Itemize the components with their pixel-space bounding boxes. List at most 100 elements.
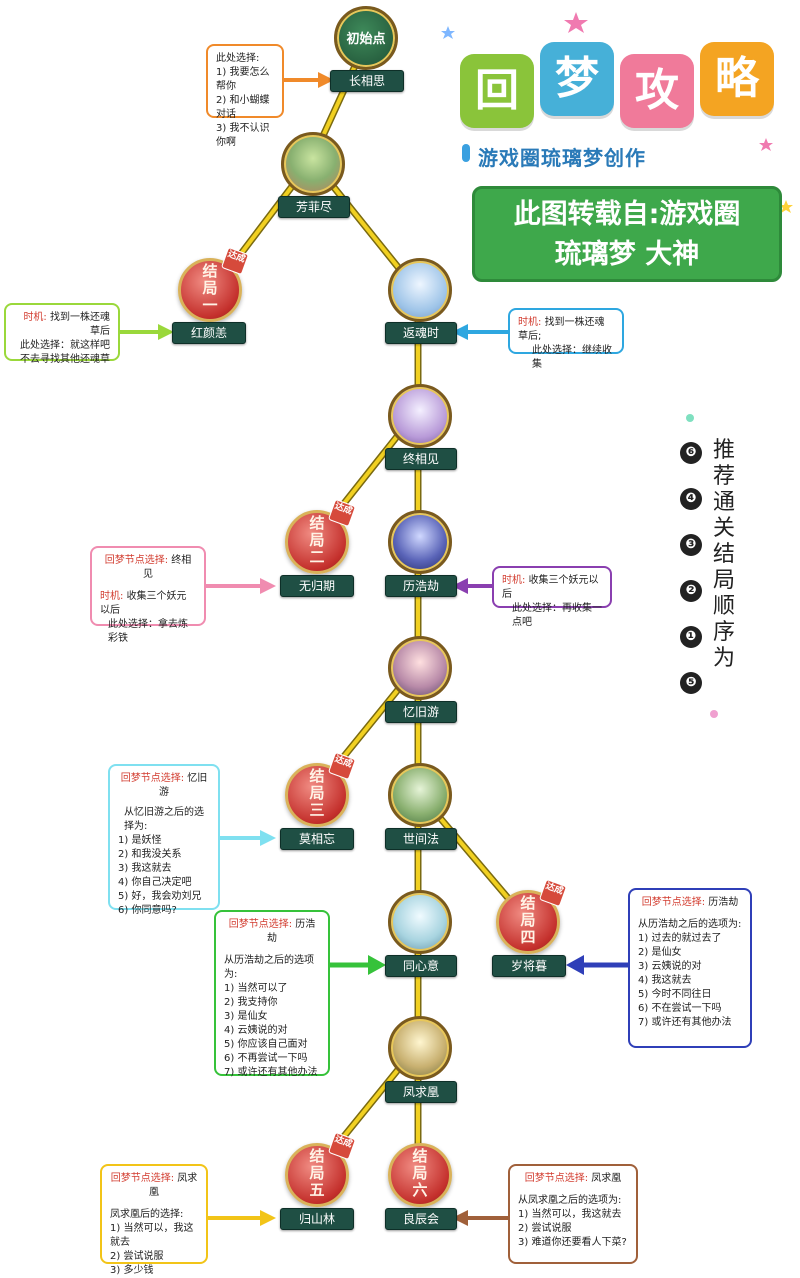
scene-node-shijianfa[interactable] — [388, 763, 452, 827]
note-item: 5) 好，我会劝刘兄 — [118, 891, 202, 902]
start-node[interactable]: 初始点 — [334, 6, 398, 70]
node-label-changxiangsi: 长相思 — [330, 70, 404, 92]
order-num-3: ❸ — [680, 534, 702, 556]
note-item: 2) 尝试说服 — [518, 1223, 572, 1234]
note-lihaojie-condition: 时机: 收集三个妖元以后 此处选择：再收集一点吧 — [492, 566, 612, 628]
subtitle: 游戏圈琉璃梦创作 — [478, 146, 646, 170]
banner-line-1: 此图转载自:游戏圈 — [513, 199, 741, 230]
note-header: 回梦节点选择: 凤求凰 — [524, 1173, 622, 1184]
note-line: 此处选择：再收集一点吧 — [512, 603, 602, 628]
order-num-5: ❶ — [680, 626, 702, 648]
note-intro: 凤求凰后的选择: — [110, 1209, 184, 1220]
arrow-yellow — [208, 1210, 276, 1226]
note-item: 4) 我这就去 — [638, 975, 692, 986]
order-text-char: 通 — [713, 490, 736, 515]
note-ending-5-choices: 回梦节点选择: 凤求凰 凤求凰后的选择: 1) 当然可以，我这就去 2) 尝试说… — [100, 1164, 208, 1276]
node-label-wuguiqi: 无归期 — [280, 575, 354, 597]
note-line: 此处选择：就这样吧 — [20, 340, 110, 351]
note-item: 1) 当然可以，我这就去 — [518, 1209, 622, 1220]
ending-2-text: 结局二 — [309, 514, 325, 566]
note-item: 1) 我要怎么帮你 — [216, 67, 270, 92]
order-num-2: ❹ — [680, 488, 702, 510]
node-label-guishanlin: 归山林 — [280, 1208, 354, 1230]
note-line: 回梦节点选择: 终相见 — [104, 555, 192, 580]
node-label-liangchenhui: 良辰会 — [385, 1208, 457, 1230]
scene-node-tongxinyi[interactable] — [388, 890, 452, 954]
note-item: 2) 尝试说服 — [110, 1251, 164, 1262]
scene-node-fengqiuhuang[interactable] — [388, 1016, 452, 1080]
order-text-char: 为 — [713, 646, 736, 671]
note-header: 回梦节点选择: 凤求凰 — [110, 1173, 198, 1198]
node-label-fanhunshi: 返魂时 — [385, 322, 457, 344]
note-header: 回梦节点选择: 忆旧游 — [120, 773, 208, 798]
note-item: 5) 今时不同往日 — [638, 989, 712, 1000]
note-intro: 从凤求凰之后的选项为: — [518, 1195, 622, 1206]
node-label-shijianfa: 世间法 — [385, 828, 457, 850]
ending-5-text: 结局五 — [309, 1147, 325, 1199]
note-item: 2) 和小蝴蝶对话 — [216, 95, 270, 120]
node-label-tongxinyi: 同心意 — [385, 955, 457, 977]
note-fanhunshi-condition: 时机: 找到一株还魂草后; 此处选择：继续收集 — [508, 308, 624, 370]
note-item: 5) 你应该自己面对 — [224, 1039, 308, 1050]
arrow-lime — [120, 324, 174, 340]
note-item: 4) 你自己决定吧 — [118, 877, 192, 888]
ending-node-3[interactable]: 结局三 — [285, 763, 349, 827]
node-label-lihaojie: 历浩劫 — [385, 575, 457, 597]
node-label-zhongxiangjian: 终相见 — [385, 448, 457, 470]
note-title: 此处选择: — [216, 53, 260, 64]
node-label-fangfeijin: 芳菲尽 — [278, 196, 350, 218]
order-num-6: ❺ — [680, 672, 702, 694]
note-line: 不去寻找其他还魂草 — [20, 354, 110, 365]
note-item: 3) 我这就去 — [118, 863, 172, 874]
note-ending-6-choices: 回梦节点选择: 凤求凰 从凤求凰之后的选项为: 1) 当然可以，我这就去 2) … — [508, 1164, 638, 1264]
note-item: 2) 我支持你 — [224, 997, 278, 1008]
note-item: 1) 当然可以了 — [224, 983, 288, 994]
arrow-purple — [452, 578, 492, 594]
title-tile-1: 回 — [460, 54, 534, 128]
order-text-char: 局 — [713, 568, 736, 593]
note-item: 2) 和我没关系 — [118, 849, 182, 860]
order-text-char: 结 — [713, 542, 736, 567]
arrow-cyan — [220, 830, 276, 846]
scene-node-fanhunshi[interactable] — [388, 258, 452, 322]
note-line: 时机: 收集三个妖元以后 — [100, 591, 187, 616]
scene-node-zhongxiangjian[interactable] — [388, 384, 452, 448]
note-item: 1) 过去的就过去了 — [638, 933, 722, 944]
node-label-moxiangwang: 莫相忘 — [280, 828, 354, 850]
note-line: 时机: 找到一株还魂草后 — [23, 312, 110, 337]
node-label-yijiuyou: 忆旧游 — [385, 701, 457, 723]
ending-4-text: 结局四 — [520, 894, 536, 946]
note-header: 回梦节点选择: 历浩劫 — [228, 919, 316, 944]
note-item: 7) 或许还有其他办法 — [224, 1067, 318, 1078]
banner-line-2: 琉璃梦 大神 — [554, 239, 700, 270]
order-text-char: 荐 — [713, 464, 736, 489]
scene-node-yijiuyou[interactable] — [388, 636, 452, 700]
order-text-char: 序 — [713, 620, 736, 645]
note-item: 7) 或许还有其他办法 — [638, 1017, 732, 1028]
note-item: 3) 我不认识你啊 — [216, 123, 270, 148]
ending-3-text: 结局三 — [309, 767, 325, 819]
note-item: 3) 难道你还要看人下菜? — [518, 1237, 627, 1248]
order-num-1: ❻ — [680, 442, 702, 464]
note-line: 此处选择：拿去炼彩铁 — [108, 619, 188, 644]
node-label-fengqiuhuang: 凤求凰 — [385, 1081, 457, 1103]
note-header: 回梦节点选择: 历浩劫 — [641, 897, 739, 908]
note-item: 3) 是仙女 — [224, 1011, 268, 1022]
order-text-char: 顺 — [713, 594, 736, 619]
node-label-honghuan: 红颜恙 — [172, 322, 246, 344]
note-item: 3) 云姨说的对 — [638, 961, 702, 972]
arrow-navy — [566, 955, 628, 975]
ending-1-text: 结局一 — [202, 262, 218, 314]
ending-node-4[interactable]: 结局四 — [496, 890, 560, 954]
scene-node-fangfeijin[interactable] — [281, 132, 345, 196]
order-text-char: 关 — [713, 516, 736, 541]
note-intro: 从忆旧游之后的选择为: — [124, 807, 204, 832]
note-item: 3) 多少钱 — [110, 1265, 154, 1276]
order-num-4: ❷ — [680, 580, 702, 602]
ending-node-6[interactable]: 结局六 — [388, 1143, 452, 1207]
order-text-char: 推 — [713, 438, 736, 463]
note-ending-4-choices: 回梦节点选择: 历浩劫 从历浩劫之后的选项为: 1) 过去的就过去了 2) 是仙… — [628, 888, 752, 1048]
note-line: 时机: 收集三个妖元以后 — [502, 575, 599, 600]
arrow-orange — [284, 72, 334, 88]
scene-node-lihaojie[interactable] — [388, 510, 452, 574]
